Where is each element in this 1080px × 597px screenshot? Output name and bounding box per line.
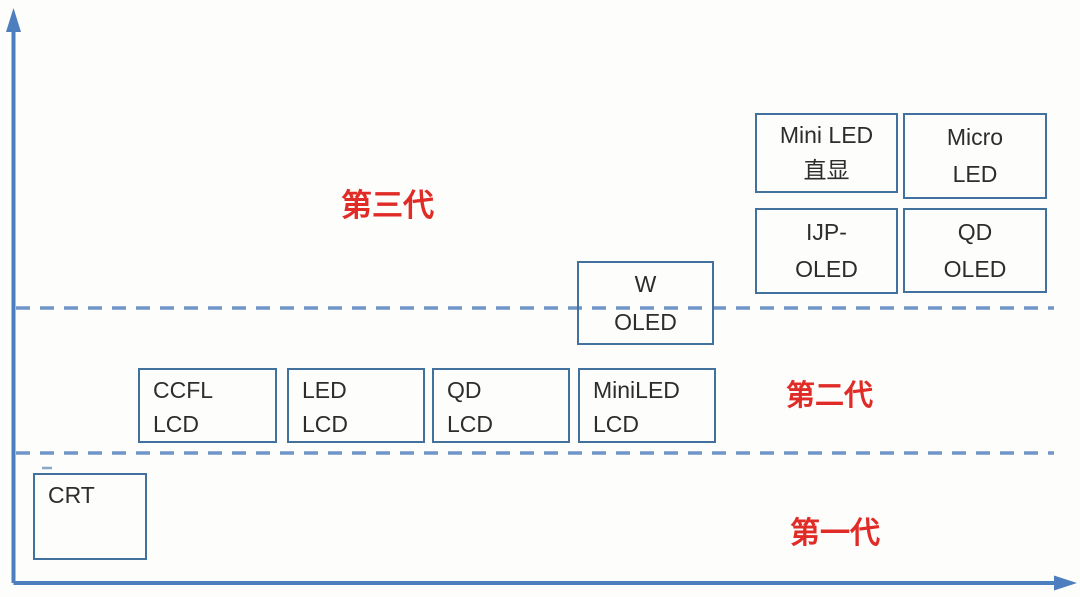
tech-box-led-lcd: LED LCD (287, 368, 425, 443)
tech-box-miniled-lcd-line2: LCD (593, 411, 640, 437)
tech-box-led-lcd-line2: LCD (302, 411, 349, 437)
tech-box-miniled-direct-view: Mini LED 直显 (755, 113, 898, 193)
tech-box-miniled-lcd-line1: MiniLED (593, 377, 680, 403)
tech-box-qd-lcd-line2: LCD (447, 411, 494, 437)
tech-box-micro-led: Micro LED (903, 113, 1047, 199)
tech-box-ijp-oled-line2: OLED (795, 256, 858, 282)
generation-3-label: 第三代 (341, 188, 434, 223)
tech-box-ccfl-lcd-line2: LCD (153, 411, 200, 437)
tech-box-miniled-lcd: MiniLED LCD (578, 368, 716, 443)
tech-box-qd-oled-line1: QD (957, 218, 993, 245)
tech-box-micro-led-line1: Micro (946, 124, 1004, 150)
tech-box-miniled-direct-line1: Mini LED (779, 122, 874, 148)
generation-2-label: 第二代 (786, 380, 874, 412)
tech-box-qd-oled: QD OLED (903, 208, 1047, 293)
tech-box-w-oled-line1: W (634, 271, 657, 297)
y-axis-arrowhead-icon (6, 8, 21, 32)
tech-box-ccfl-lcd: CCFL LCD (138, 368, 277, 443)
tech-box-led-lcd-line1: LED (302, 377, 347, 403)
tech-box-qd-lcd-line1: QD (447, 377, 482, 403)
tech-box-ijp-oled: IJP- OLED (755, 208, 898, 294)
tech-box-ijp-oled-line1: IJP- (806, 219, 847, 245)
x-axis-arrowhead-icon (1054, 575, 1077, 591)
tech-box-crt-label: CRT (48, 482, 95, 508)
generation-1-label: 第一代 (790, 517, 880, 550)
tech-box-qd-oled-line2: OLED (943, 255, 1007, 282)
tech-box-crt: CRT (33, 473, 147, 560)
tech-box-ccfl-lcd-line1: CCFL (153, 377, 214, 403)
tech-box-micro-led-line2: LED (952, 161, 998, 187)
tech-box-w-oled: W OLED (577, 261, 714, 345)
tech-box-miniled-direct-line2: 直显 (803, 157, 850, 183)
tech-box-w-oled-line2: OLED (614, 309, 677, 335)
tech-box-qd-lcd: QD LCD (432, 368, 570, 443)
